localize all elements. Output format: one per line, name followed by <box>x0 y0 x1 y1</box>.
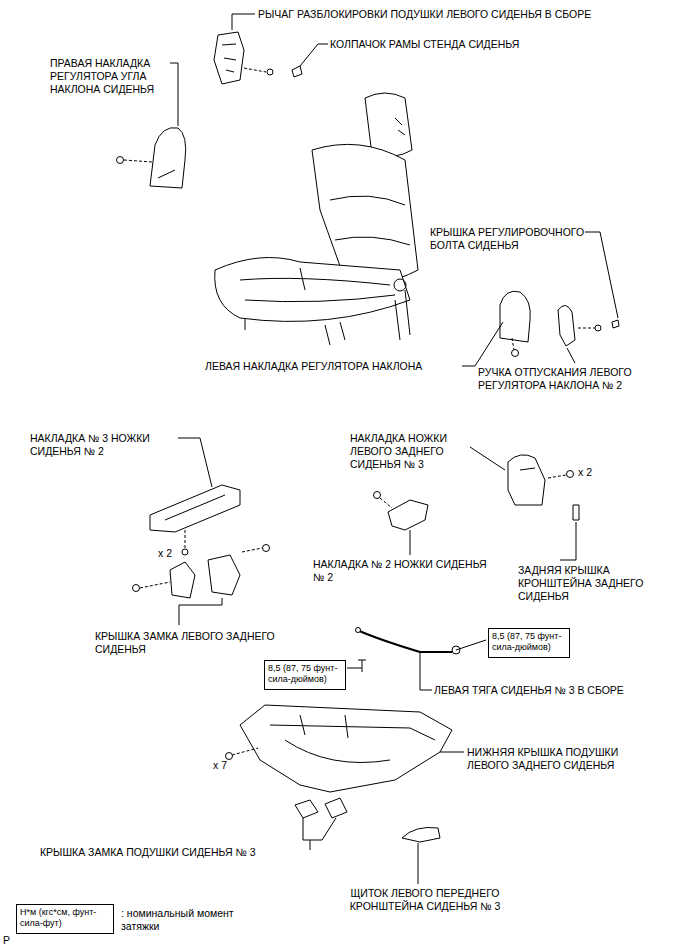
left-recliner-cover <box>500 291 530 342</box>
rear-leg-cover <box>508 455 545 505</box>
part-label: НИЖНЯЯ КРЫШКА ПОДУШКИ ЛЕВОГО ЗАДНЕГО СИД… <box>467 746 627 772</box>
right-recliner-cover <box>150 128 186 188</box>
torque-text: Н*м (кгс*см, фунт-сила-фут) <box>20 907 110 929</box>
part-label: x 2 <box>578 466 608 479</box>
lock-cover <box>170 562 195 598</box>
front-bracket-shield <box>402 827 440 842</box>
cushion-lock-cover <box>325 798 347 818</box>
part-label: ЛЕВАЯ ТЯГА СИДЕНЬЯ № 3 В СБОРЕ <box>434 684 684 697</box>
lever-assembly <box>214 32 244 84</box>
torque-text: 8,5 (87, 75 фунт-сила-дюймов) <box>492 631 566 653</box>
bracket-rear-cover <box>573 505 579 520</box>
seat-drawing <box>215 93 418 345</box>
lower-cushion-cover <box>240 705 452 792</box>
part-label: НАКЛАДКА № 3 НОЖКИ СИДЕНЬЯ № 2 <box>30 432 180 458</box>
torque-box: 8,5 (87, 75 фунт-сила-дюймов) <box>264 660 346 690</box>
torque-text: 8,5 (87, 75 фунт-сила-дюймов) <box>268 663 342 685</box>
part-label: КОЛПАЧОК РАМЫ СТЕНДА СИДЕНЬЯ <box>330 38 580 51</box>
bolt-dashes <box>244 68 266 72</box>
cushion-lock-cover <box>295 800 318 818</box>
frame-cap <box>292 66 302 77</box>
part-label: ЩИТОК ЛЕВОГО ПЕРЕДНЕГО КРОНШТЕЙНА СИДЕНЬ… <box>330 887 520 913</box>
part-label: ЗАДНЯЯ КРЫШКА КРОНШТЕЙНА ЗАДНЕГО СИДЕНЬЯ <box>518 564 663 603</box>
part-label: : номинальный момент затяжки <box>121 907 241 933</box>
part-label: P <box>3 934 23 947</box>
part-label: РУЧКА ОТПУСКАНИЯ ЛЕВОГО РЕГУЛЯТОРА НАКЛО… <box>478 366 678 392</box>
part-label: НАКЛАДКА № 2 НОЖКИ СИДЕНЬЯ № 2 <box>313 558 493 584</box>
part-label: ПРАВАЯ НАКЛАДКА РЕГУЛЯТОРА УГЛА НАКЛОНА … <box>50 57 172 96</box>
part-label: КРЫШКА ЗАМКА ПОДУШКИ СИДЕНЬЯ № 3 <box>40 846 302 859</box>
part-label: КРЫШКА РЕГУЛИРОВОЧНОГО БОЛТА СИДЕНЬЯ <box>430 226 590 252</box>
lock-cover <box>208 555 240 595</box>
part-label: ЛЕВАЯ НАКЛАДКА РЕГУЛЯТОРА НАКЛОНА <box>205 360 467 373</box>
part-label: РЫЧАГ РАЗБЛОКИРОВКИ ПОДУШКИ ЛЕВОГО СИДЕН… <box>258 8 678 21</box>
release-handle <box>558 305 575 346</box>
part-label: x 2 <box>158 547 188 560</box>
seat-rod <box>357 630 452 652</box>
part-label: КРЫШКА ЗАМКА ЛЕВОГО ЗАДНЕГО СИДЕНЬЯ <box>95 630 275 656</box>
leg-cover-2 <box>388 500 428 530</box>
leg-cover-3 <box>150 485 240 532</box>
part-label: x 7 <box>213 759 243 772</box>
part-label: НАКЛАДКА НОЖКИ ЛЕВОГО ЗАДНЕГО СИДЕНЬЯ № … <box>350 432 472 471</box>
torque-box: 8,5 (87, 75 фунт-сила-дюймов) <box>488 628 570 658</box>
torque-box: Н*м (кгс*см, фунт-сила-фут) <box>16 904 114 934</box>
